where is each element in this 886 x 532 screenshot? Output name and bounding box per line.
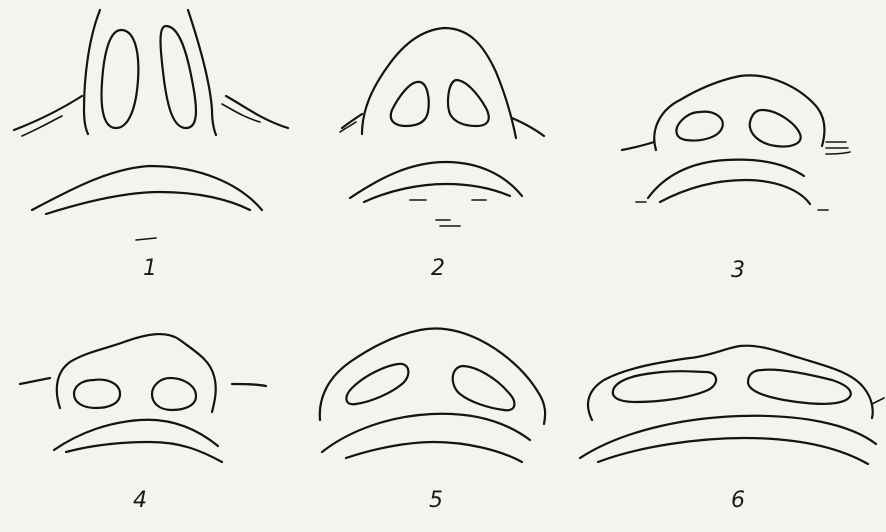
figure-label-5: 5 <box>416 490 456 512</box>
nostril-left <box>346 364 408 404</box>
nose-outline <box>362 28 516 138</box>
upper-lip-line <box>32 166 262 210</box>
nose-figure-6 <box>580 346 884 464</box>
cheek-line-right <box>232 384 266 386</box>
upper-lip-line <box>364 184 510 202</box>
nose-figure-3 <box>622 75 850 210</box>
nostril-right <box>448 80 489 126</box>
nostril-left <box>74 380 120 408</box>
figure-label-1: 1 <box>130 258 170 280</box>
nostril-left <box>676 112 722 141</box>
upper-lip-line <box>322 414 530 452</box>
cheek-line-right <box>512 118 544 136</box>
nose-outline <box>188 10 216 135</box>
upper-lip-line <box>660 180 810 204</box>
nose-figure-1 <box>14 10 288 240</box>
nostril-right <box>750 110 801 147</box>
upper-lip-line <box>648 160 804 198</box>
nose-figure-4 <box>20 334 266 462</box>
nostril-right <box>161 26 196 128</box>
cheek-line-left <box>622 142 654 150</box>
nostril-right <box>152 378 196 410</box>
chin-mark <box>136 238 156 240</box>
nose-figure-5 <box>320 328 545 462</box>
nostril-left <box>613 371 716 402</box>
upper-lip-line <box>580 416 876 458</box>
figure-label-3: 3 <box>718 260 758 282</box>
nose-outline <box>588 346 873 420</box>
upper-lip-line <box>350 162 522 198</box>
nose-outline <box>84 10 100 134</box>
upper-lip-line <box>66 442 222 462</box>
upper-lip-line <box>46 192 250 214</box>
cheek-line-left <box>14 96 82 130</box>
figure-label-4: 4 <box>120 490 160 512</box>
nostril-left <box>102 30 139 128</box>
upper-lip-line <box>54 420 218 450</box>
upper-lip-line <box>346 442 522 462</box>
cheek-line-right <box>872 398 884 404</box>
cheek-line-left <box>342 114 362 128</box>
nostril-left <box>391 82 429 126</box>
nostril-right <box>748 370 851 404</box>
nose-figure-2 <box>340 28 544 226</box>
figure-label-6: 6 <box>718 490 758 512</box>
figure-label-2: 2 <box>418 258 458 280</box>
cheek-line-left <box>20 378 50 384</box>
nose-outline <box>57 334 216 412</box>
upper-lip-line <box>598 438 868 464</box>
cheek-line-right <box>826 152 850 154</box>
nostril-right <box>453 366 515 410</box>
